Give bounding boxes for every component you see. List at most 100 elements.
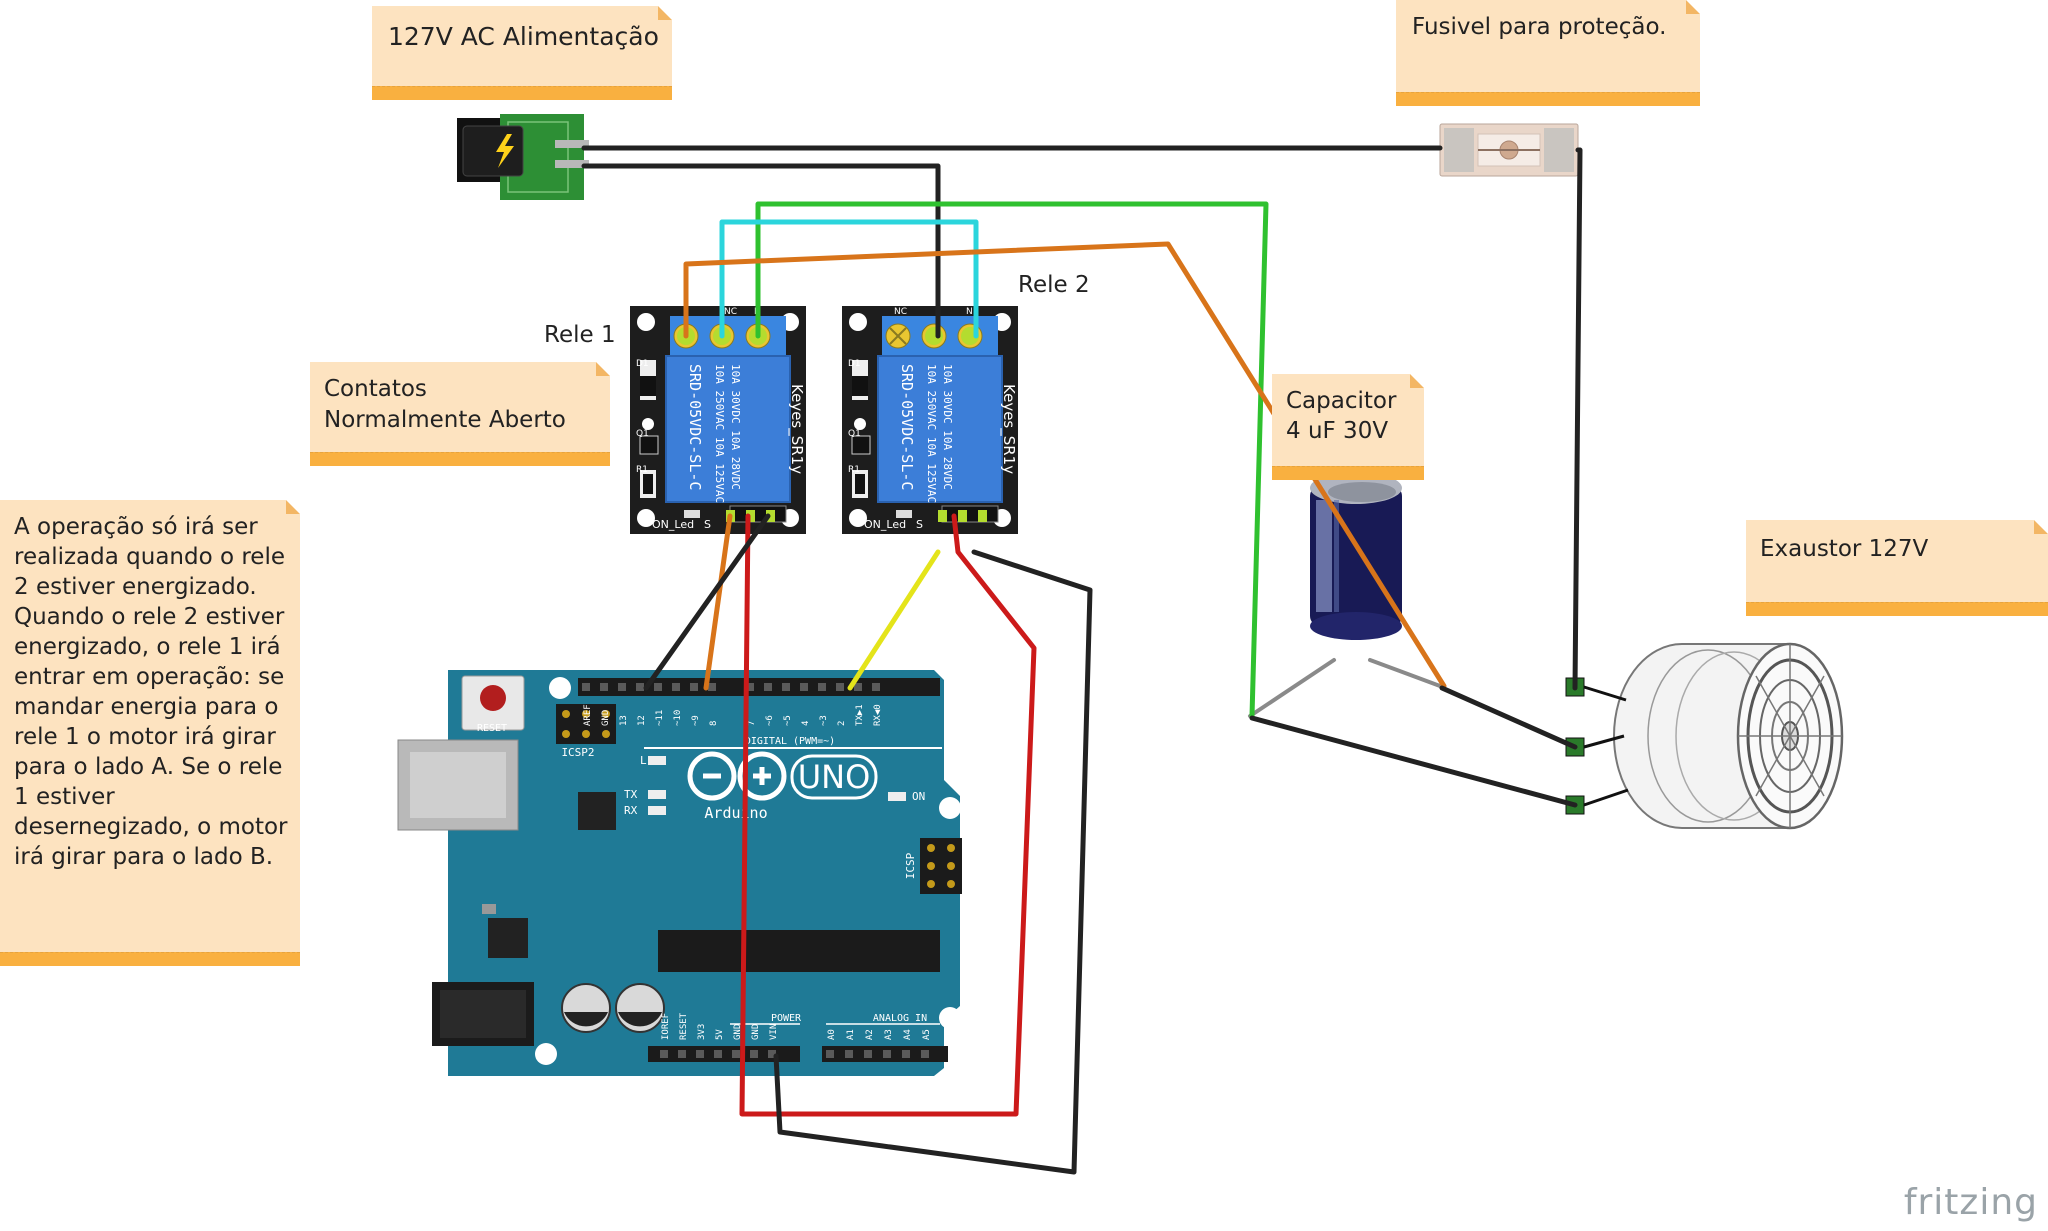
pin-label: ~5 bbox=[783, 715, 793, 726]
relay2-r1-label: R1 bbox=[848, 465, 860, 475]
pin-label: A1 bbox=[846, 1029, 856, 1040]
header-pin bbox=[782, 683, 790, 691]
led-on-label: ON bbox=[912, 790, 925, 803]
note-fan: Exaustor 127V bbox=[1746, 520, 2048, 616]
relay2-rating-2: 10A 30VDC 10A 28VDC bbox=[941, 364, 954, 490]
note-contacts-text: Contatos Normalmente Aberto bbox=[324, 376, 566, 433]
pin-label: TX▶1 bbox=[855, 704, 865, 726]
exhaust-fan bbox=[1613, 642, 1844, 830]
reset-label: RESET bbox=[477, 723, 507, 734]
fuse bbox=[1439, 123, 1579, 177]
note-fold bbox=[658, 6, 672, 20]
pin-label: 5V bbox=[715, 1029, 725, 1040]
relay2-on-led-label: ON_Led bbox=[864, 518, 906, 531]
pin-label: ~3 bbox=[819, 715, 829, 726]
header-pin bbox=[714, 1050, 722, 1058]
note-fold bbox=[1686, 0, 1700, 14]
header-pin bbox=[696, 1050, 704, 1058]
pin-label: A0 bbox=[827, 1029, 837, 1040]
wire-fuse-to-fan bbox=[1572, 147, 1583, 691]
relay2-s-label: S bbox=[916, 518, 923, 531]
header-pin bbox=[750, 1050, 758, 1058]
note-power-supply-text: 127V AC Alimentação bbox=[388, 22, 659, 51]
pin-label: 12 bbox=[637, 715, 647, 726]
capacitor-leg-2 bbox=[1368, 658, 1442, 688]
relay1-rating-1: 10A 250VAC 10A 125VAC bbox=[713, 364, 726, 503]
header-pin bbox=[764, 683, 772, 691]
pin-label: A2 bbox=[865, 1029, 875, 1040]
wire-relay1-gnd bbox=[643, 513, 771, 691]
pin-label: A3 bbox=[884, 1029, 894, 1040]
note-bar bbox=[372, 86, 672, 100]
note-bar bbox=[1746, 602, 2048, 616]
pin-label: 2 bbox=[837, 721, 847, 726]
note-fuse-text: Fusivel para proteção. bbox=[1412, 14, 1667, 40]
note-fuse: Fusivel para proteção. bbox=[1396, 0, 1700, 106]
header-pin bbox=[618, 683, 626, 691]
header-pin bbox=[883, 1050, 891, 1058]
note-fan-text: Exaustor 127V bbox=[1760, 536, 1929, 562]
pin-label: VIN bbox=[769, 1024, 779, 1040]
header-pin bbox=[845, 1050, 853, 1058]
note-fold bbox=[1410, 374, 1424, 388]
header-pin bbox=[872, 683, 880, 691]
arduino-uno: UNO Arduino DIGITAL (PWM=~) RESET ICSP2 … bbox=[397, 670, 962, 1076]
pin-label: AREF bbox=[583, 704, 593, 726]
wire-relay2-gnd bbox=[773, 549, 1093, 1175]
pin-label: GND bbox=[601, 710, 611, 726]
header-pin bbox=[732, 1050, 740, 1058]
wire-cap-to-fan-middle bbox=[1439, 685, 1578, 750]
relay1-model: SRD-05VDC-SL-C bbox=[686, 364, 704, 490]
header-pin bbox=[678, 1050, 686, 1058]
header-pin bbox=[800, 683, 808, 691]
header-pin bbox=[826, 1050, 834, 1058]
pin-label: 3V3 bbox=[697, 1024, 707, 1040]
note-bar bbox=[1272, 466, 1424, 480]
icsp2-label: ICSP2 bbox=[561, 746, 594, 759]
digital-header bbox=[578, 678, 940, 696]
led-l-label: L bbox=[640, 754, 647, 767]
pin-label: ~9 bbox=[691, 715, 701, 726]
pin-label: RESET bbox=[679, 1012, 689, 1040]
relay1-label: Rele 1 bbox=[544, 322, 616, 348]
wire-green bbox=[755, 201, 1269, 719]
relay2-q1-label: Q1 bbox=[848, 429, 861, 439]
relay-1: NC N SRD-05VDC-SL-C 10A 250VAC 10A 125VA… bbox=[629, 305, 807, 535]
relay1-s-label: S bbox=[704, 518, 711, 531]
header-pin bbox=[921, 1050, 929, 1058]
pin-label: 4 bbox=[801, 721, 811, 726]
header-pin bbox=[854, 683, 862, 691]
relay-2: NC N SRD-05VDC-SL-C 10A 250VAC 10A 125VA… bbox=[841, 305, 1019, 535]
pin-label: 7 bbox=[747, 721, 757, 726]
relay1-d1-label: D1 bbox=[636, 359, 649, 369]
capacitor-leg-1 bbox=[1248, 658, 1336, 718]
wire-relay1-signal bbox=[703, 513, 733, 691]
icsp-label: ICSP bbox=[904, 852, 917, 879]
top-pin-row bbox=[582, 683, 880, 691]
note-contacts: Contatos Normalmente Aberto bbox=[310, 362, 610, 466]
fritzing-watermark: fritzing bbox=[1903, 1182, 2038, 1223]
note-operation: A operação só irá ser realizada quando o… bbox=[0, 500, 300, 966]
relay2-model: SRD-05VDC-SL-C bbox=[898, 364, 916, 490]
pin-label: 8 bbox=[709, 721, 719, 726]
header-pin bbox=[836, 683, 844, 691]
note-power-supply: 127V AC Alimentação bbox=[372, 6, 672, 100]
header-pin bbox=[654, 683, 662, 691]
header-pin bbox=[818, 683, 826, 691]
relay2-d1-label: D1 bbox=[848, 359, 861, 369]
header-pin bbox=[660, 1050, 668, 1058]
note-fold bbox=[596, 362, 610, 376]
header-pin bbox=[864, 1050, 872, 1058]
analog-label: ANALOG IN bbox=[873, 1013, 927, 1024]
relay2-brand: Keyes_SR1y bbox=[999, 384, 1018, 474]
pin-label: GND bbox=[733, 1024, 743, 1040]
pin-label: A4 bbox=[903, 1029, 913, 1040]
relay2-label: Rele 2 bbox=[1018, 272, 1090, 298]
pin-label: ~10 bbox=[673, 710, 683, 726]
note-bar bbox=[0, 952, 300, 966]
relay1-q1-label: Q1 bbox=[636, 429, 649, 439]
arduino-brand-text: Arduino bbox=[704, 804, 767, 822]
